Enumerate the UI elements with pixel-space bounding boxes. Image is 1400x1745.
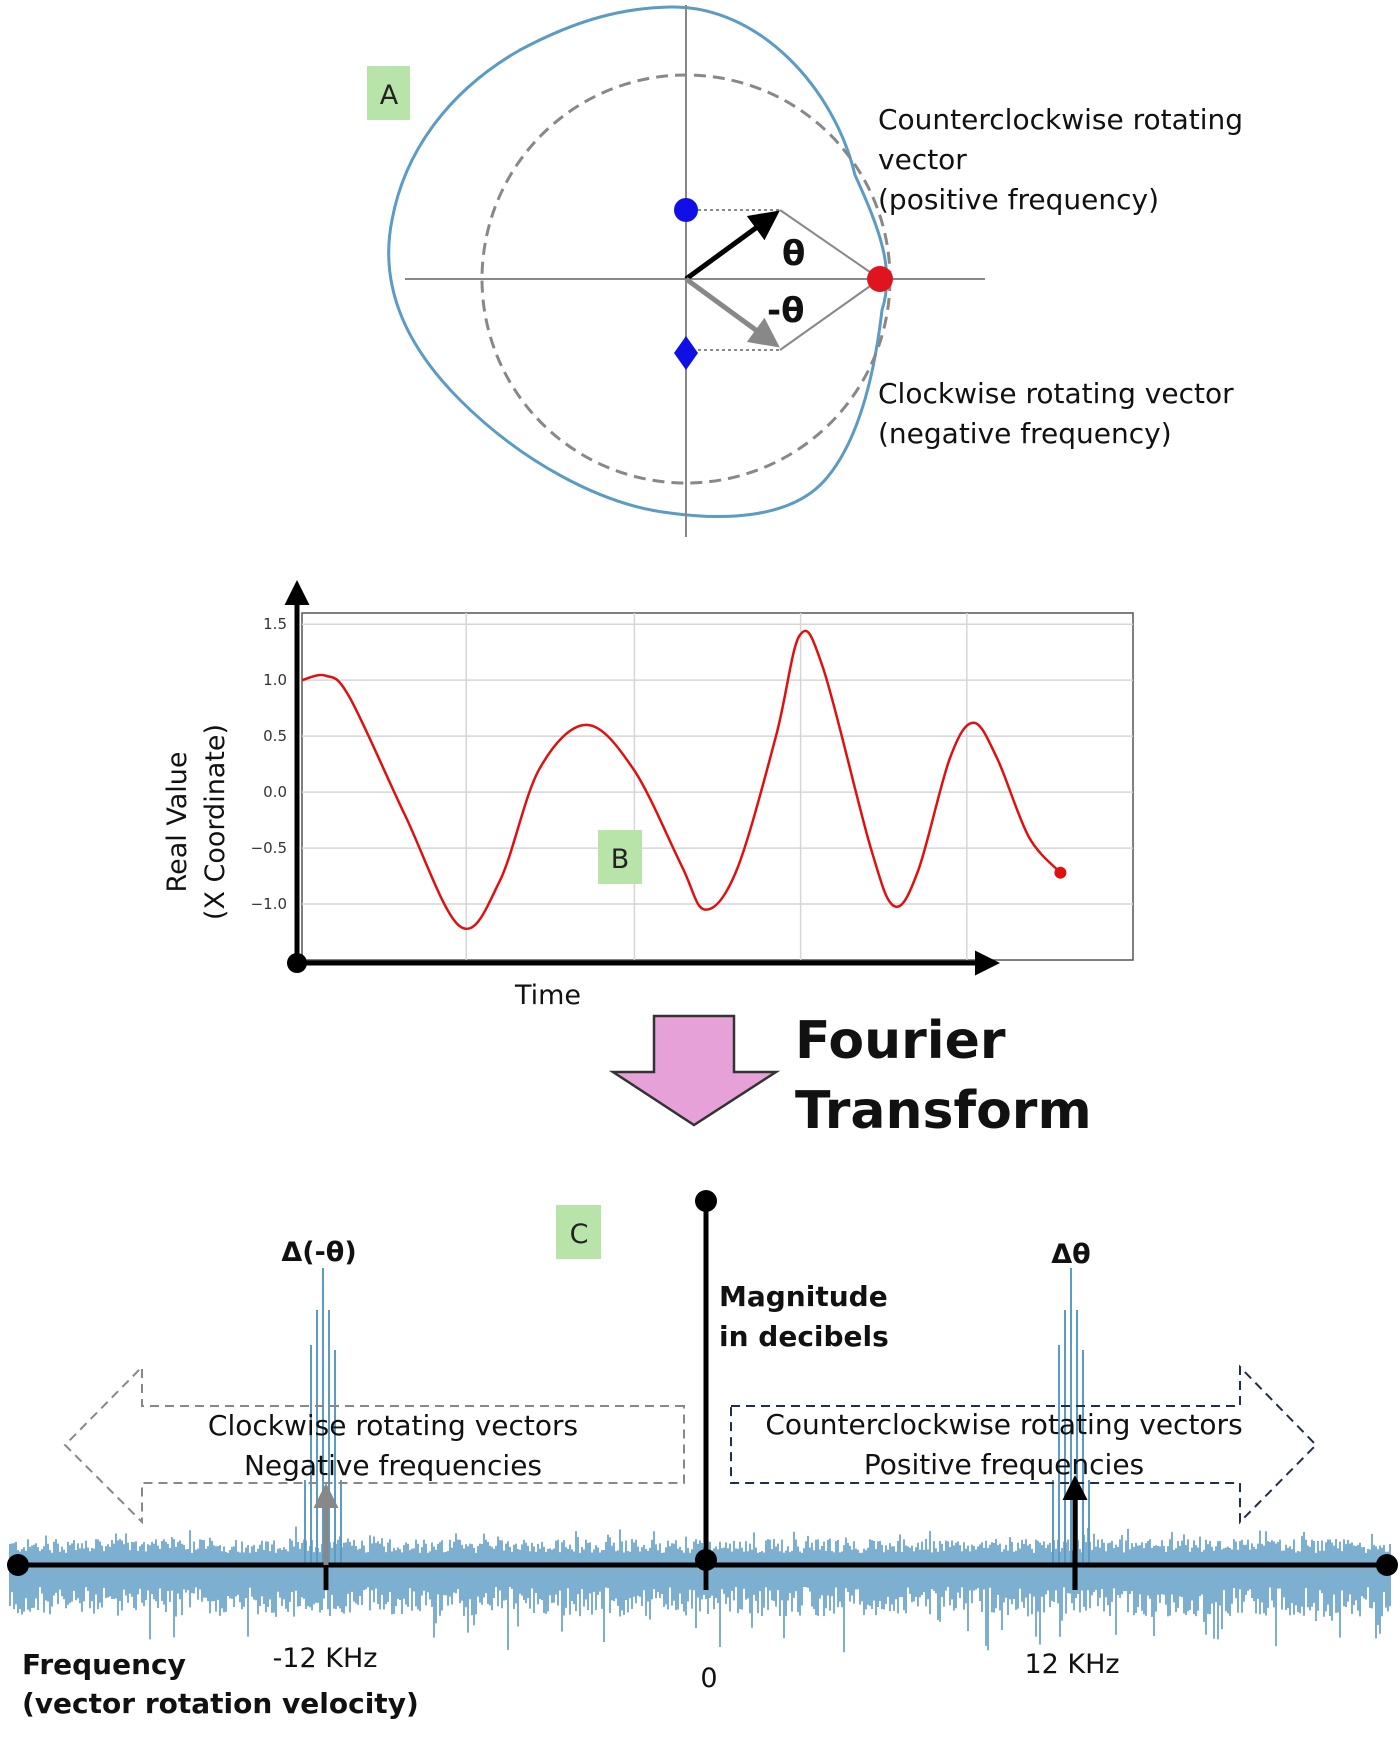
tick-label-zero: 0 [700, 1663, 717, 1694]
panel-tag-a: A [367, 66, 410, 120]
positive-peak-label: Δθ [1051, 1239, 1090, 1270]
y-tick-label: 0.0 [263, 783, 287, 801]
time-axis-label: Time [514, 980, 581, 1011]
panel-tag-c: C [556, 1205, 601, 1259]
origin-dot [695, 1549, 717, 1571]
spectrum-diagram: Clockwise rotating vectors Negative freq… [7, 1190, 1398, 1720]
frequency-label-line-1: Frequency [22, 1648, 186, 1681]
y-tick-label: 0.5 [263, 727, 287, 745]
tick-label-neg-12khz: -12 KHz [273, 1643, 378, 1674]
cw-box-line-1: Clockwise rotating vectors [208, 1409, 578, 1442]
y-tick-label: 1.5 [263, 615, 287, 633]
transform-label-line-2: Transform [795, 1081, 1092, 1141]
y-tick-label: 1.0 [263, 671, 287, 689]
magnitude-label-line-2: in decibels [719, 1320, 889, 1353]
y-tick-label: −0.5 [251, 839, 287, 857]
ccw-box-line-1: Counterclockwise rotating vectors [765, 1408, 1242, 1441]
cw-caption-line-2: (negative frequency) [878, 417, 1172, 450]
tick-label-pos-12khz: 12 KHz [1024, 1649, 1119, 1680]
svg-text:A: A [380, 80, 399, 111]
negative-frequency-peak [304, 1268, 342, 1565]
noise-floor [9, 1526, 1391, 1653]
frequency-axis-left-end [7, 1554, 29, 1576]
ccw-caption-line-3: (positive frequency) [878, 183, 1159, 216]
svg-text:C: C [570, 1219, 589, 1250]
cw-box-line-2: Negative frequencies [244, 1449, 542, 1482]
ccw-vector-arrow [684, 210, 780, 282]
ccw-projection-dot [674, 198, 698, 222]
negative-frequency-direction-arrow [63, 1364, 685, 1525]
transform-label-line-1: Fourier [795, 1011, 1006, 1071]
fourier-transform-step: Fourier Transform [608, 1011, 1092, 1141]
phasor-diagram: θ -θ A Counterclockwise rotating vector … [367, 5, 1243, 537]
y-axis-label-line-1: Real Value [162, 752, 193, 893]
ccw-caption-line-2: vector [878, 143, 967, 176]
axis-origin-dot [287, 953, 307, 973]
grid [302, 613, 1133, 960]
cw-caption-line-1: Clockwise rotating vector [878, 377, 1234, 410]
positive-frequency-direction-arrow [730, 1364, 1318, 1525]
y-tick-labels: 1.5 1.0 0.5 0.0 −0.5 −1.0 [251, 615, 287, 913]
cw-vector-arrow [684, 276, 780, 348]
y-tick-label: −1.0 [251, 895, 287, 913]
ccw-caption-line-1: Counterclockwise rotating [878, 103, 1243, 136]
theta-label: θ [782, 234, 805, 274]
magnitude-axis-top-dot [695, 1190, 717, 1212]
svg-text:B: B [611, 844, 630, 875]
frequency-label-line-2: (vector rotation velocity) [22, 1687, 419, 1720]
noise-floor-bars [9, 1526, 1391, 1653]
cw-projection-diamond [674, 336, 698, 370]
time-chart: 1.5 1.0 0.5 0.0 −0.5 −1.0 Time Real Value (X … [162, 580, 1134, 1011]
phasor-outline [387, 5, 889, 519]
frequency-axis-right-end [1376, 1554, 1398, 1576]
down-arrow [608, 1014, 781, 1127]
sum-line-top [779, 209, 881, 280]
ccw-box-line-2: Positive frequencies [864, 1448, 1144, 1481]
sum-point-dot [867, 266, 893, 292]
panel-tag-b: B [598, 830, 642, 884]
signal-endpoint-dot [1054, 866, 1067, 879]
y-axis-label-line-2: (X Coordinate) [200, 724, 231, 920]
negative-peak-label: Δ(-θ) [281, 1237, 356, 1268]
neg-theta-label: -θ [767, 291, 804, 331]
sum-line-bottom [779, 278, 881, 351]
signal-line [301, 629, 1062, 930]
magnitude-label-line-1: Magnitude [719, 1280, 888, 1313]
